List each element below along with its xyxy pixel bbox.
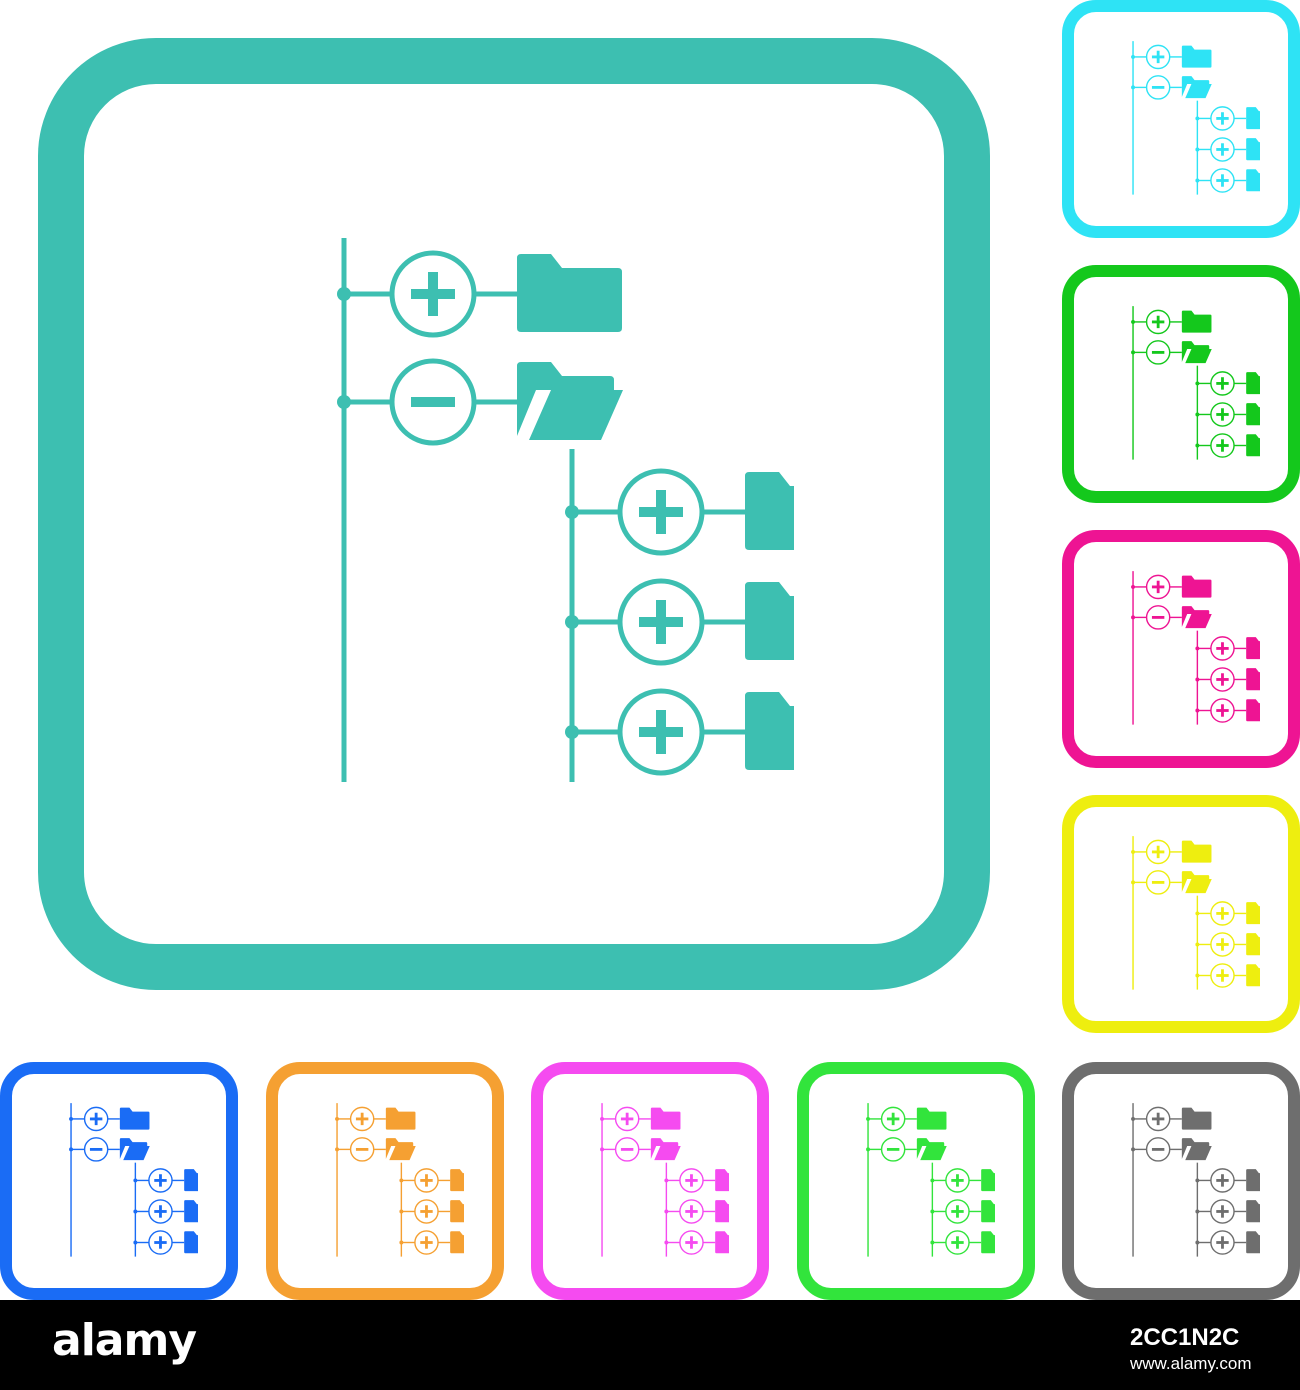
magenta-icon-tile xyxy=(1062,530,1300,768)
directory-tree-icon xyxy=(1131,836,1260,990)
brand-logo: alamy xyxy=(52,1315,197,1366)
cyan-icon-tile xyxy=(1062,0,1300,238)
directory-tree-icon xyxy=(1131,41,1260,195)
directory-tree-icon xyxy=(1131,1103,1260,1257)
site-url: www.alamy.com xyxy=(1130,1354,1252,1373)
orange-icon-tile xyxy=(266,1062,504,1300)
pink-icon-tile xyxy=(531,1062,769,1300)
lime-icon-tile xyxy=(797,1062,1035,1300)
main-icon-tile xyxy=(38,38,990,990)
green-icon-tile xyxy=(1062,265,1300,503)
yellow-icon-tile xyxy=(1062,795,1300,1033)
directory-tree-icon xyxy=(600,1103,729,1257)
directory-tree-icon xyxy=(335,1103,464,1257)
image-id: 2CC1N2C xyxy=(1130,1324,1240,1351)
gray-icon-tile xyxy=(1062,1062,1300,1300)
directory-tree-icon xyxy=(69,1103,198,1257)
directory-tree-icon xyxy=(1131,306,1260,460)
blue-icon-tile xyxy=(0,1062,238,1300)
directory-tree-icon xyxy=(337,238,794,782)
watermark-footer: alamy 2CC1N2C www.alamy.com xyxy=(0,1300,1300,1390)
directory-tree-icon xyxy=(866,1103,995,1257)
directory-tree-icon xyxy=(1131,571,1260,725)
